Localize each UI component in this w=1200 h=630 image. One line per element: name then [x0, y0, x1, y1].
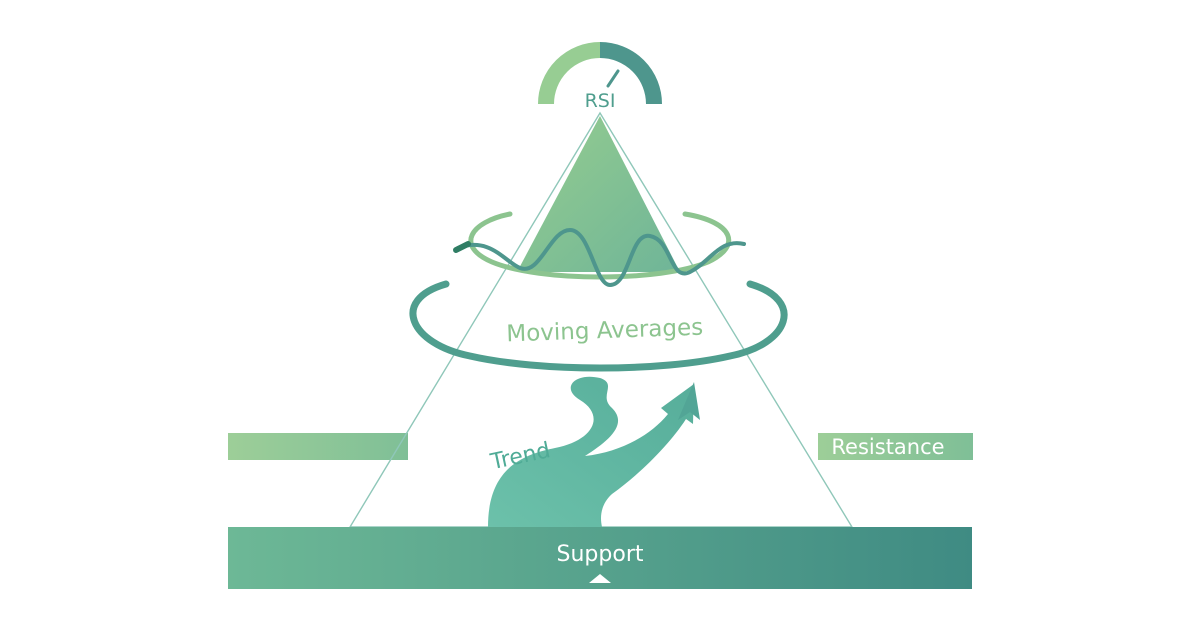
moving-average-wave [456, 227, 746, 288]
moving-averages-label: Moving Averages [506, 315, 704, 348]
trend-river [488, 376, 694, 527]
resistance-bar-left [228, 433, 408, 460]
support-label: Support [557, 542, 644, 567]
up-arrow-icon [678, 382, 700, 420]
triangle-up-icon [589, 574, 611, 583]
resistance-bar-right [818, 433, 973, 460]
moving-average-wave-head [453, 241, 471, 253]
rsi-gauge-left [538, 42, 601, 105]
gauge-icon [606, 69, 620, 88]
pyramid-peak [517, 116, 680, 272]
moving-averages-ring [409, 280, 788, 372]
rsi-label: RSI [585, 90, 616, 112]
rsi-gauge-right [599, 42, 662, 105]
resistance-label: Resistance [831, 435, 944, 459]
